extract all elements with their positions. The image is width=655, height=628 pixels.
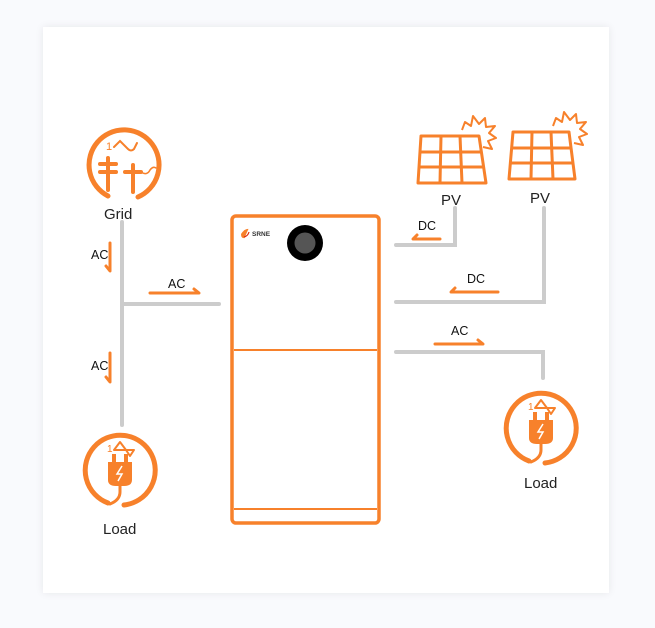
- grid-power-pole-icon: 1: [86, 127, 162, 200]
- svg-text:1: 1: [107, 444, 113, 455]
- solar-panel-icon: [507, 111, 588, 181]
- svg-text:1: 1: [106, 141, 112, 153]
- flow-arrows: [104, 233, 500, 384]
- load-right-line: [394, 350, 545, 380]
- arrow-right-icon: [433, 338, 485, 346]
- srne-logo-icon: SRNE: [241, 228, 271, 239]
- flow-label-grid-ac: AC: [91, 248, 108, 262]
- arrow-down-icon: [104, 351, 112, 384]
- plug-load-icon: 1: [82, 432, 158, 508]
- pv2-label: PV: [530, 190, 550, 207]
- arrow-right-icon: [148, 287, 201, 295]
- pv1-line: [394, 206, 457, 247]
- flow-label-inverter-ac: AC: [168, 277, 185, 291]
- flow-label-pv2-dc: DC: [467, 272, 485, 286]
- pv2-line: [394, 206, 546, 304]
- flow-label-load-left-ac: AC: [91, 359, 108, 373]
- arrow-left-icon: [411, 233, 442, 241]
- connection-lines: [120, 206, 546, 427]
- grid-label: Grid: [104, 206, 132, 223]
- plug-load-icon: 1: [503, 390, 579, 466]
- flow-label-load-right-ac: AC: [451, 324, 468, 338]
- arrow-left-icon: [449, 286, 500, 294]
- solar-panel-icon: [416, 115, 497, 185]
- svg-text:1: 1: [528, 402, 534, 413]
- load-left-label: Load: [103, 521, 136, 538]
- flow-label-pv1-dc: DC: [418, 219, 436, 233]
- svg-text:SRNE: SRNE: [252, 231, 271, 238]
- load-right-label: Load: [524, 475, 557, 492]
- pv1-label: PV: [441, 192, 461, 209]
- arrow-down-icon: [104, 241, 112, 273]
- inverter-cabinet-icon: SRNE: [230, 214, 381, 525]
